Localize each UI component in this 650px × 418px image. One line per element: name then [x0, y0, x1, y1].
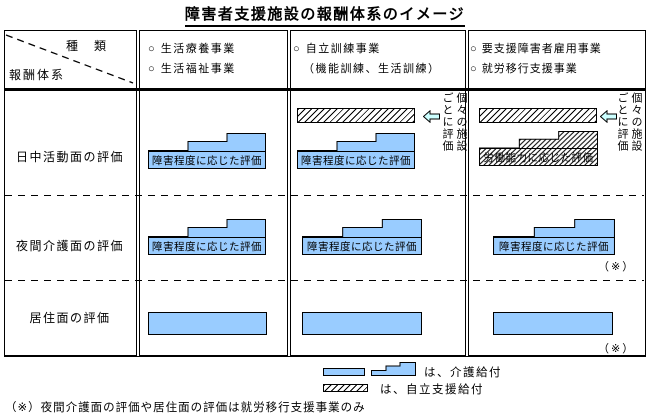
column-header-line: ○ 自立訓練事業 [293, 43, 381, 55]
kome-mark: （※） [598, 261, 636, 273]
grade-eval-label: 障害程度に応じた評価 [493, 237, 615, 255]
legend-hatched-bar-icon [323, 384, 368, 392]
stair-shape-hatched: 労働能力に応じた評価 [479, 131, 598, 166]
row-label-residence: 居住面の評価 [29, 311, 111, 325]
table-frame [4, 30, 646, 357]
footnote: （※）夜間介護面の評価や居住面の評価は就労移行支援事業のみ [5, 402, 366, 414]
stair-shape-blue: 障害程度に応じた評価 [297, 133, 415, 169]
corner-diagonal-line [5, 34, 134, 84]
stair-shape-blue: 障害程度に応じた評価 [148, 219, 266, 255]
corner-label-type: 種 類 [66, 39, 109, 53]
row-label-night-care: 夜間介護面の評価 [15, 239, 124, 253]
grade-eval-label: 障害程度に応じた評価 [297, 151, 415, 169]
column-header-line: ○ 要支援障害者雇用事業 [470, 43, 602, 55]
blue-bar [493, 312, 613, 335]
hatched-bar [479, 108, 597, 123]
per-facility-note: 個々の施設ごとに評価 [441, 92, 467, 152]
page-title: 障害者支援施設の報酬体系のイメージ [184, 3, 466, 27]
column-header-3: ○ 要支援障害者雇用事業 ○ 就労移行支援事業 [470, 39, 602, 79]
row-divider-dashed [5, 195, 644, 196]
column-header-1: ○ 生活療養事業 ○ 生活福祉事業 [148, 39, 236, 79]
legend-stair-icon [371, 362, 416, 376]
column-header-line: ○ 就労移行支援事業 [470, 63, 578, 75]
header-divider [4, 88, 646, 91]
column-divider [136, 30, 140, 356]
arrow-left-icon [423, 110, 440, 123]
legend-blue-bar-icon [323, 368, 365, 376]
row-label-daytime: 日中活動面の評価 [15, 150, 124, 164]
blue-bar [302, 312, 422, 335]
hatched-bar [297, 108, 415, 123]
stair-shape-blue: 障害程度に応じた評価 [493, 219, 615, 255]
stair-shape-blue: 障害程度に応じた評価 [302, 219, 422, 255]
stair-shape-blue: 障害程度に応じた評価 [148, 133, 266, 169]
legend-care-label: は、介護給付 [424, 367, 502, 379]
grade-eval-label: 障害程度に応じた評価 [148, 151, 266, 169]
work-eval-label: 労働能力に応じた評価 [479, 148, 598, 166]
grade-eval-label: 障害程度に応じた評価 [302, 237, 422, 255]
kome-mark: （※） [598, 343, 636, 355]
legend-support-label: は、自立支援給付 [380, 384, 484, 396]
column-divider [465, 30, 469, 356]
column-header-2: ○ 自立訓練事業 （機能訓練、生活訓練） [293, 39, 441, 79]
title-row: 障害者支援施設の報酬体系のイメージ [0, 3, 650, 27]
blue-bar [148, 312, 267, 335]
column-header-line: ○ 生活療養事業 [148, 43, 236, 55]
row-divider-dashed [5, 280, 644, 281]
column-header-line: （機能訓練、生活訓練） [303, 63, 441, 75]
per-facility-note: 個々の施設ごとに評価 [616, 92, 642, 152]
corner-label-reward: 報酬体系 [9, 68, 66, 82]
column-header-line: ○ 生活福祉事業 [148, 63, 236, 75]
column-divider [287, 30, 291, 356]
grade-eval-label: 障害程度に応じた評価 [148, 237, 266, 255]
arrow-left-icon [600, 110, 617, 123]
